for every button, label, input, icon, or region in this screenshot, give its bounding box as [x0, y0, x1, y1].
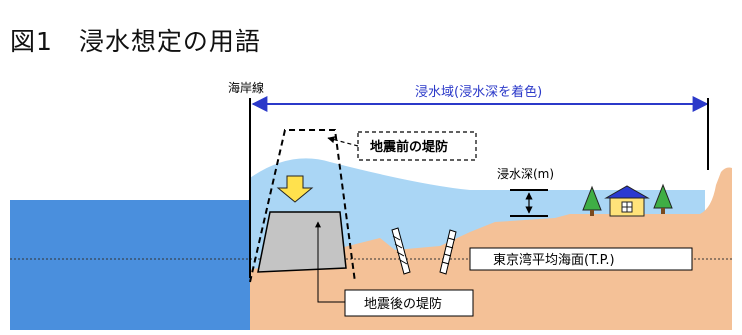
house-icon [604, 185, 650, 217]
tree-icon [653, 183, 673, 214]
post-quake-leader [315, 221, 345, 303]
figure-title: 図1 浸水想定の用語 [10, 27, 261, 56]
post-quake-levee-label: 地震後の堤防 [364, 296, 442, 312]
pre-quake-levee-label: 地震前の堤防 [370, 139, 448, 155]
mean-sea-level-label: 東京湾平均海面(T.P.) [493, 252, 615, 268]
subsidence-arrow [276, 175, 314, 203]
hatched-wall-left [439, 229, 457, 275]
inundation-depth-label: 浸水深(m) [497, 167, 554, 181]
coastline-label: 海岸線 [228, 80, 264, 95]
callout-box-pre-quake [357, 131, 477, 161]
sea-area [10, 200, 260, 330]
pre-quake-levee-outline [249, 129, 356, 283]
inundation-area-label: 浸水域(浸水深を着色) [415, 84, 542, 100]
post-quake-levee-shape [257, 211, 347, 273]
callout-box-post-quake [344, 289, 474, 317]
callout-box-msl [469, 247, 693, 271]
tree-icon [582, 185, 602, 216]
hatched-wall-right [391, 227, 411, 275]
